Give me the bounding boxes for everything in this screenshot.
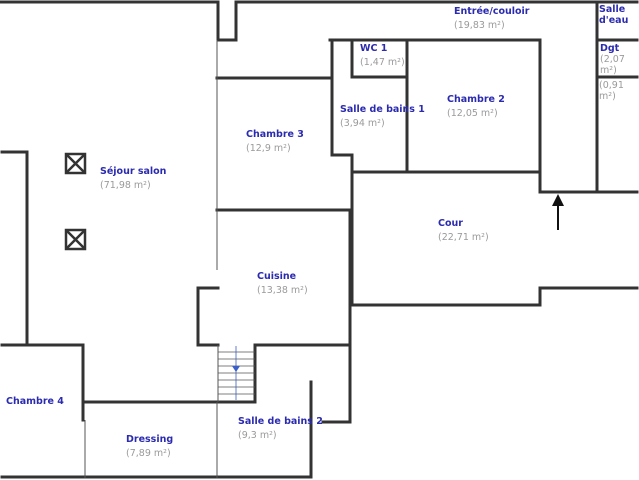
room-chambre-2: Chambre 2 (12,05 m²)	[447, 93, 505, 121]
room-cuisine: Cuisine (13,38 m²)	[257, 270, 308, 298]
room-name: Chambre 4	[6, 396, 64, 407]
room-sejour-salon: Séjour salon (71,98 m²)	[100, 165, 166, 193]
room-name: Salle de bains 1	[340, 104, 425, 115]
room-area: (13,38 m²)	[257, 285, 308, 296]
room-name: Entrée/couloir	[454, 6, 530, 17]
room-area: (7,89 m²)	[126, 448, 171, 459]
room-chambre-3: Chambre 3 (12,9 m²)	[246, 128, 304, 156]
room-salle-d-eau-area: (0,91 m²)	[599, 80, 637, 102]
room-area: (2,07 m²)	[600, 54, 625, 76]
room-area: (9,3 m²)	[238, 430, 277, 441]
stairs-icon	[218, 346, 255, 400]
room-area: (3,94 m²)	[340, 118, 385, 129]
entrance-arrow-icon	[552, 194, 564, 230]
room-name: Salle d'eau	[599, 4, 629, 26]
room-name: WC 1	[360, 43, 388, 54]
room-area: (22,71 m²)	[438, 232, 489, 243]
room-area: (19,83 m²)	[454, 20, 505, 31]
room-salle-de-bains-1: Salle de bains 1 (3,94 m²)	[340, 103, 425, 131]
room-area: (12,05 m²)	[447, 108, 498, 119]
room-name: Salle de bains 2	[238, 416, 323, 427]
room-name: Chambre 3	[246, 129, 304, 140]
room-salle-d-eau: Salle d'eau	[599, 4, 637, 26]
room-entree-couloir: Entrée/couloir (19,83 m²)	[454, 5, 529, 33]
room-chambre-4: Chambre 4	[6, 395, 64, 409]
room-name: Cuisine	[257, 271, 297, 282]
room-cour: Cour (22,71 m²)	[438, 217, 489, 245]
room-name: Séjour salon	[100, 166, 167, 177]
room-dgt: Dgt(2,07 m²)	[600, 43, 638, 76]
room-name: Chambre 2	[447, 94, 505, 105]
room-dressing: Dressing (7,89 m²)	[126, 433, 173, 461]
room-area: (71,98 m²)	[100, 180, 151, 191]
room-name: Dressing	[126, 434, 174, 445]
fireplace-icon	[64, 152, 87, 175]
room-name: Dgt	[600, 43, 620, 54]
room-wc-1: WC 1 (1,47 m²)	[360, 42, 405, 70]
room-area: (1,47 m²)	[360, 57, 405, 68]
room-name: Cour	[438, 218, 463, 229]
room-area: (12,9 m²)	[246, 143, 291, 154]
fireplace-icon	[64, 228, 87, 251]
room-area: (0,91 m²)	[599, 80, 624, 102]
room-salle-de-bains-2: Salle de bains 2 (9,3 m²)	[238, 415, 323, 443]
